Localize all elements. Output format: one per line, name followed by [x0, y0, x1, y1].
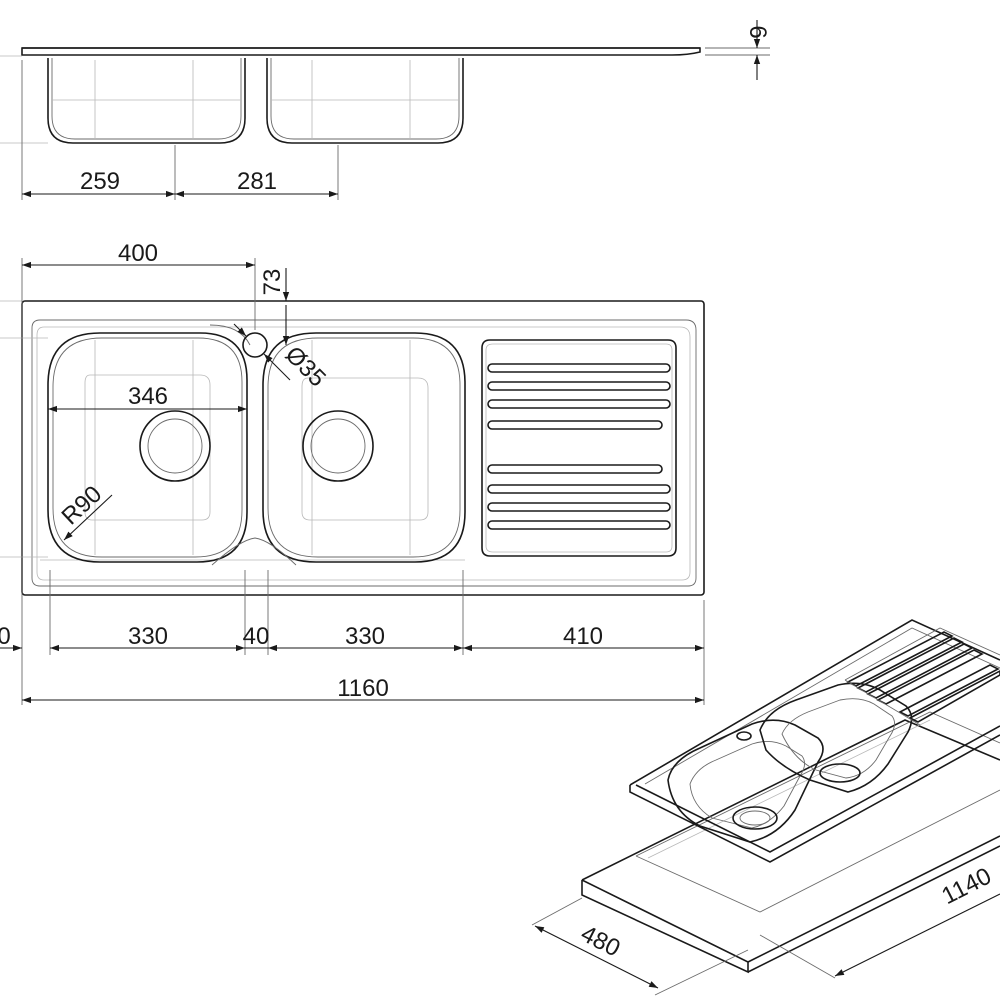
drainer-grooves	[487, 363, 671, 530]
dim-line-cutout-width	[534, 925, 659, 989]
dim-tap-depth: 73	[259, 269, 286, 296]
dim-segment-bowl1: 330	[128, 623, 168, 650]
dim-rim-thickness: 6	[744, 25, 771, 38]
dim-corner-radius: R90	[57, 481, 108, 531]
dim-overall-length: 1160	[337, 675, 389, 702]
side-view: 259 281 6	[0, 20, 771, 200]
dim-bowl-inner-width: 346	[128, 383, 168, 410]
iso-drainer-grooves	[846, 631, 1000, 723]
dim-line-diameter-b	[263, 353, 291, 381]
dim-segment-drainer: 410	[563, 623, 603, 650]
dim-segment-bridge: 40	[243, 623, 270, 650]
dim-line-diameter-a	[233, 323, 247, 337]
dim-segment-bowl2: 330	[345, 623, 385, 650]
isometric-view: 1140 480 1140	[531, 619, 1000, 996]
dim-line-cutout-length	[834, 893, 1000, 977]
dim-bowl2-width: 281	[237, 168, 277, 195]
dim-tap-offset: 400	[118, 240, 158, 267]
dim-bowl1-width: 259	[80, 168, 120, 195]
dim-segment-0: 0	[0, 623, 11, 650]
dim-line-radius	[63, 494, 113, 541]
top-view: 400 73 Ø35 346 R90 0 330 40 330 410 1160	[0, 240, 705, 705]
dim-cutout-length: 1140	[937, 863, 995, 910]
dim-tap-diameter: Ø35	[280, 341, 331, 392]
dim-cutout-width-label: 480	[576, 920, 624, 962]
